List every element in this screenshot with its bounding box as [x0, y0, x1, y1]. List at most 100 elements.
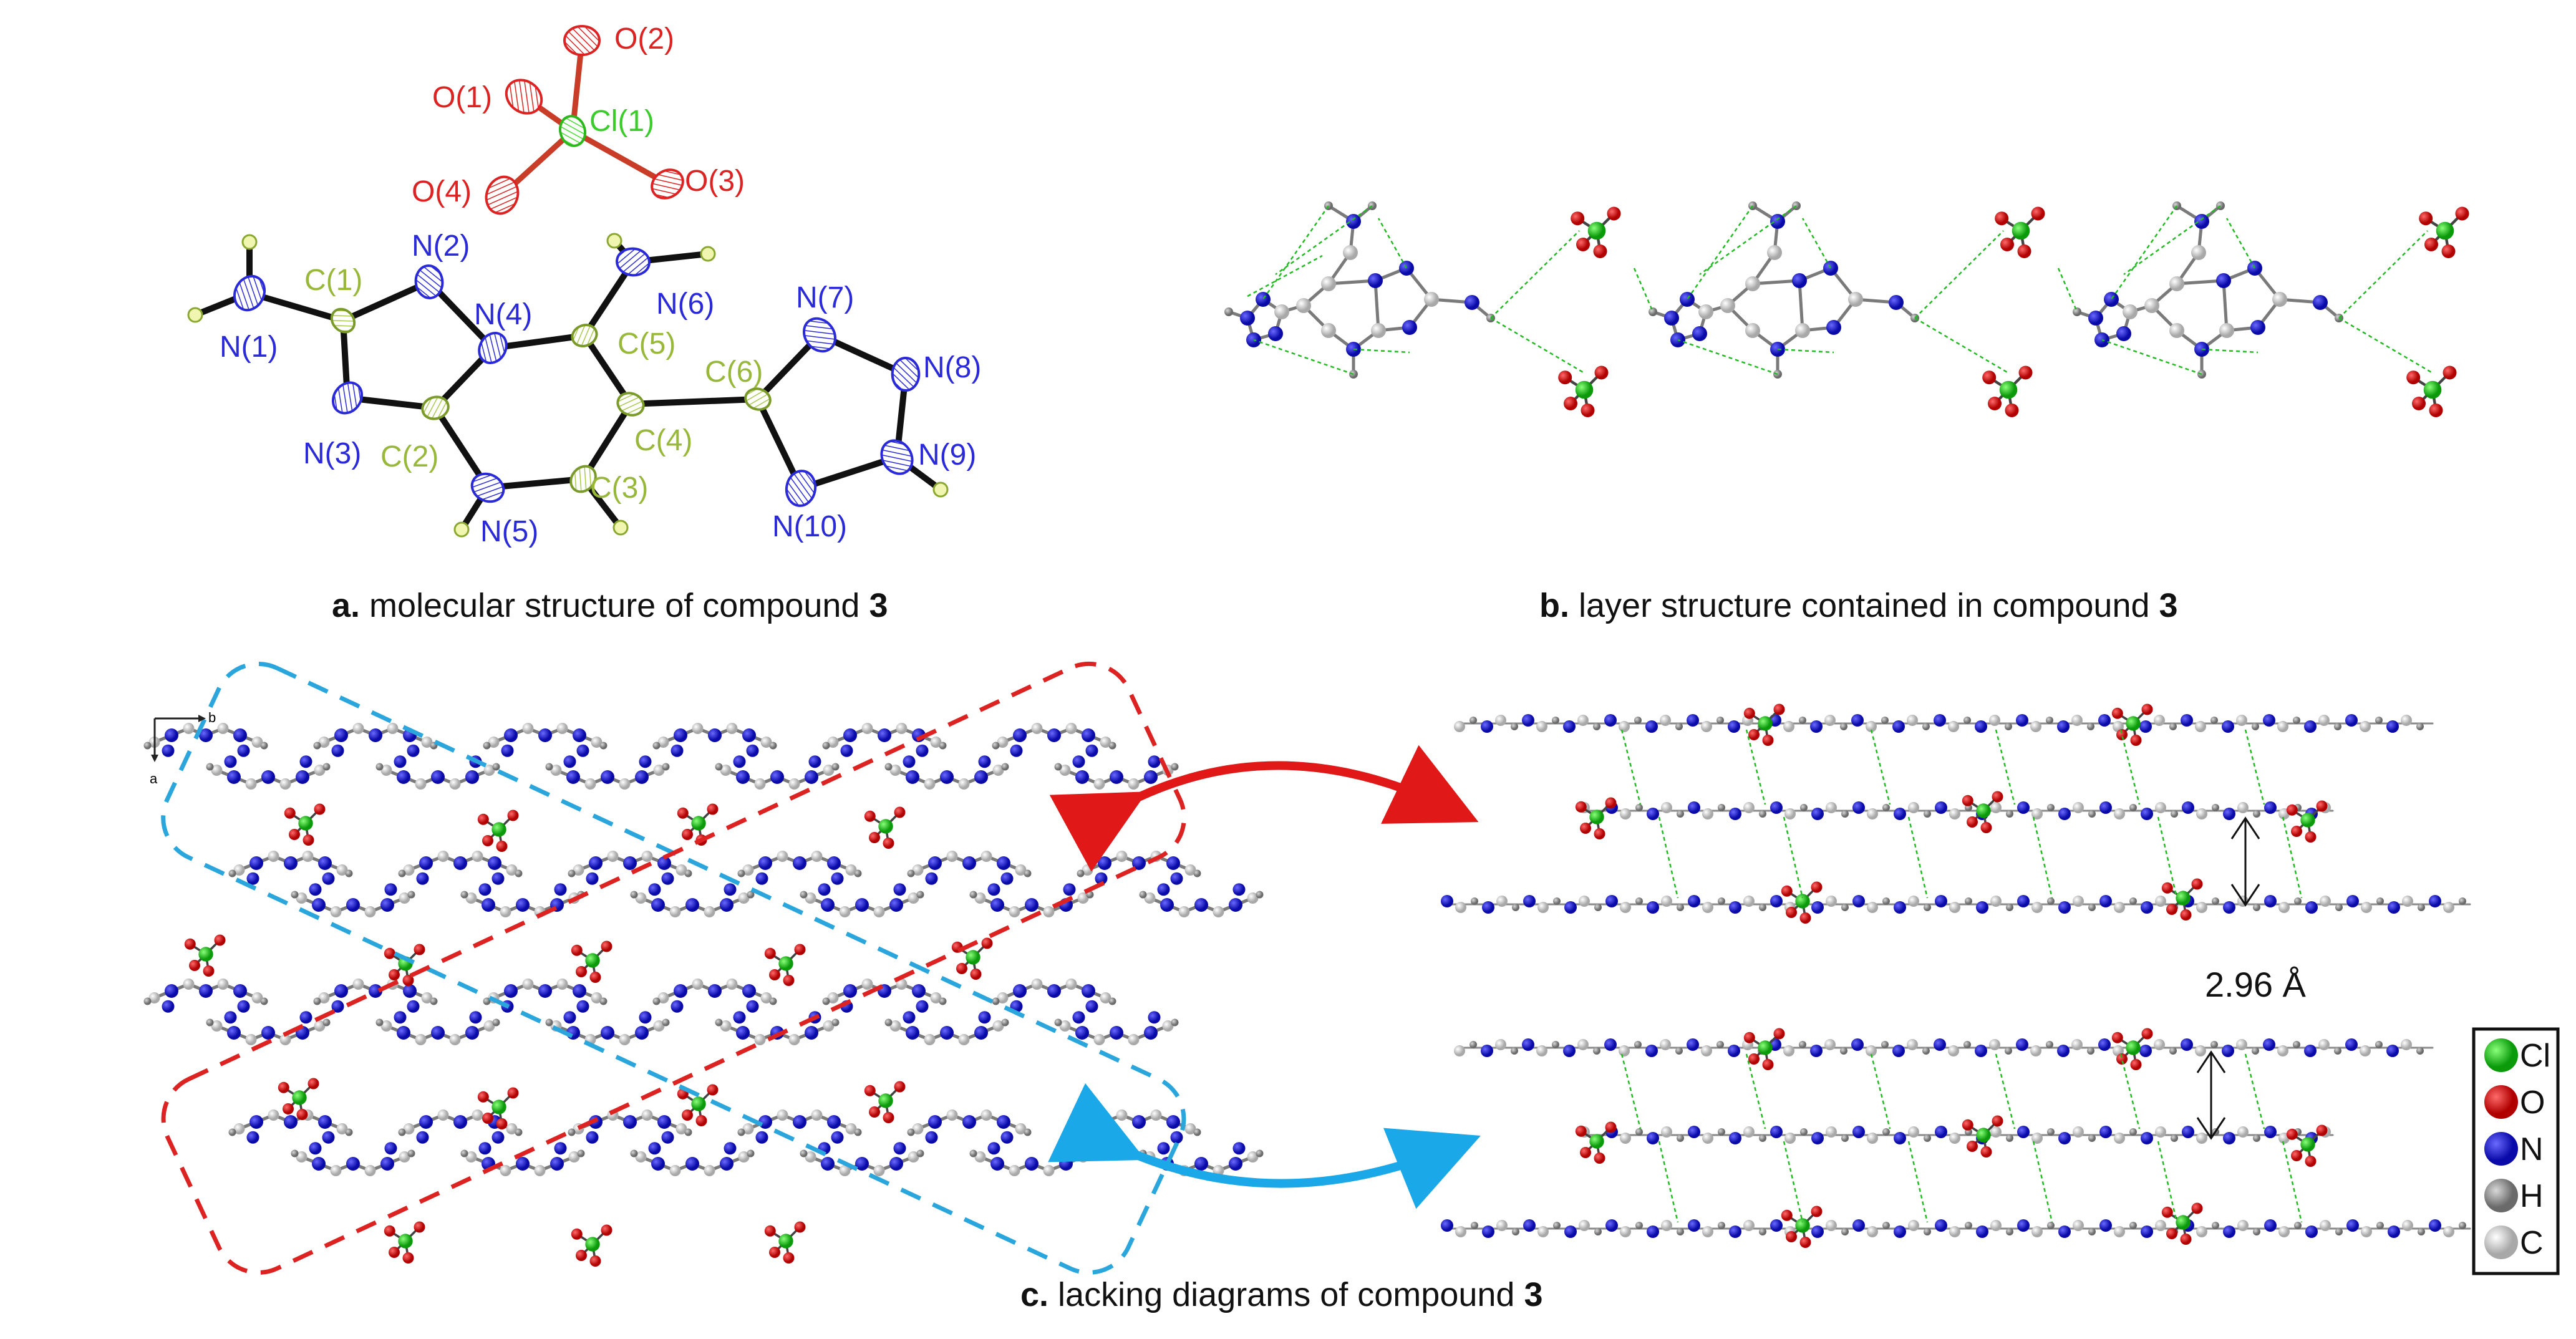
atom — [1015, 864, 1027, 876]
atom-H — [260, 742, 268, 750]
atom — [415, 778, 427, 790]
atom-H — [2212, 804, 2219, 811]
atom-Cl — [298, 816, 313, 831]
atom-H — [2293, 717, 2300, 724]
atom-N — [2017, 1126, 2030, 1138]
atom — [930, 737, 942, 748]
atom — [1098, 1115, 1111, 1129]
atom-H — [1649, 307, 1657, 316]
stack-layer-top-1 — [1454, 714, 2434, 733]
atom-N — [586, 872, 599, 885]
atom-O — [2161, 1206, 2173, 1218]
atom — [336, 1123, 348, 1134]
h-bond — [1783, 1141, 1804, 1223]
atom-O — [2286, 804, 2298, 816]
atom — [1162, 1020, 1174, 1032]
atom-H — [1677, 1228, 1684, 1235]
atom-H — [2046, 717, 2053, 724]
atom-C — [2236, 715, 2247, 726]
atom-H — [2334, 1047, 2341, 1055]
atom-N — [1975, 1045, 1987, 1057]
atom-C — [1661, 1220, 1672, 1231]
atom-N — [1728, 1045, 1740, 1057]
packed-molecule — [568, 1109, 692, 1144]
atom-O — [482, 835, 493, 846]
atom-H — [398, 869, 406, 877]
atom-H — [1139, 891, 1147, 899]
atom-C — [2073, 1126, 2084, 1138]
atom-N — [1441, 1219, 1453, 1232]
caption-c-prefix: c. — [1020, 1276, 1049, 1313]
atom — [958, 778, 970, 790]
atom — [990, 1157, 1004, 1171]
atom-H — [916, 891, 924, 899]
atom-O — [864, 1085, 876, 1096]
atom-O — [278, 1081, 289, 1093]
atom — [399, 892, 410, 904]
label-C6: C(6) — [705, 355, 763, 389]
atom-C — [1948, 721, 1959, 732]
atom — [318, 1115, 332, 1129]
atom-Cl — [2126, 716, 2141, 731]
atom-H5 — [453, 521, 470, 538]
atom-N — [2264, 1219, 2277, 1232]
atom — [500, 1165, 511, 1176]
atom-N — [2181, 714, 2193, 727]
atom-N — [2116, 326, 2131, 341]
atom-H — [1024, 1128, 1032, 1136]
atom-C — [1702, 1133, 1713, 1144]
atom-O — [601, 940, 613, 952]
atom — [827, 737, 839, 748]
atom-H — [515, 1128, 523, 1136]
atom-C — [2114, 1226, 2125, 1237]
atom-O — [2111, 707, 2123, 719]
atom-H — [228, 1128, 236, 1136]
atom — [261, 1026, 275, 1040]
atom-N — [1465, 295, 1479, 310]
atom — [1031, 723, 1043, 734]
atom-C — [2320, 896, 2331, 907]
atom — [962, 1115, 976, 1129]
atom-N — [2429, 1219, 2441, 1232]
atom-H — [206, 763, 214, 771]
atom-O — [1980, 1146, 1992, 1158]
atom-H — [1108, 742, 1116, 750]
atom-O — [1982, 370, 1997, 385]
atom-O — [970, 969, 982, 980]
atom-H — [1882, 1222, 1890, 1229]
atom — [708, 728, 722, 742]
atom-O — [682, 829, 693, 840]
atom — [419, 856, 433, 870]
atom-H — [206, 1018, 214, 1027]
atom-H — [2005, 1047, 2012, 1055]
atom — [657, 737, 669, 748]
atom-N — [925, 872, 938, 885]
atom — [504, 728, 518, 742]
blue-curved-arrow — [1048, 1083, 1481, 1209]
atom-O — [1799, 1237, 1811, 1248]
atom-O — [869, 832, 880, 843]
atom-N — [224, 1011, 237, 1024]
atom-N — [1000, 1131, 1014, 1144]
atom — [504, 984, 518, 998]
legend-label: O — [2520, 1085, 2545, 1121]
atom-O — [2180, 909, 2192, 921]
atom-H — [1881, 717, 1889, 724]
atom-C — [1620, 902, 1631, 913]
atom — [453, 856, 467, 870]
atom-N — [1664, 311, 1679, 326]
atom — [708, 984, 722, 998]
atom-C — [2236, 1039, 2247, 1050]
atom — [296, 892, 307, 904]
atom-O — [414, 944, 425, 955]
atom-N4 — [478, 332, 508, 364]
atom-O — [1781, 885, 1793, 897]
atom-N — [1072, 1011, 1085, 1024]
atom-O — [1992, 1115, 2003, 1127]
atom — [183, 723, 195, 734]
atom — [997, 737, 1009, 748]
atom-H — [1759, 904, 1766, 911]
atom-N — [478, 883, 491, 896]
packed-molecule — [884, 1011, 1009, 1045]
atom-H — [2171, 1134, 2178, 1142]
